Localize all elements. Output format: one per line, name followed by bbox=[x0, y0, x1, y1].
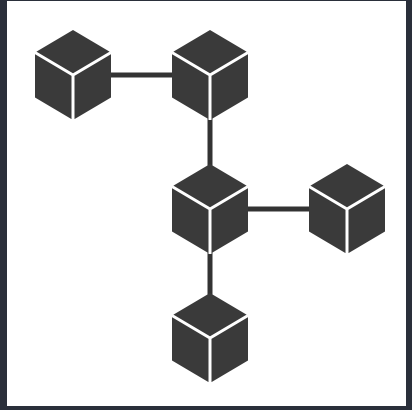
cube-icon bbox=[171, 293, 249, 383]
diagram-canvas bbox=[7, 1, 406, 406]
cube-icon bbox=[171, 164, 249, 254]
cube-icon bbox=[308, 164, 386, 254]
cube-nodes bbox=[34, 30, 386, 383]
blockchain-diagram bbox=[34, 30, 386, 383]
cube-icon bbox=[171, 30, 249, 120]
cube-icon bbox=[34, 30, 112, 120]
